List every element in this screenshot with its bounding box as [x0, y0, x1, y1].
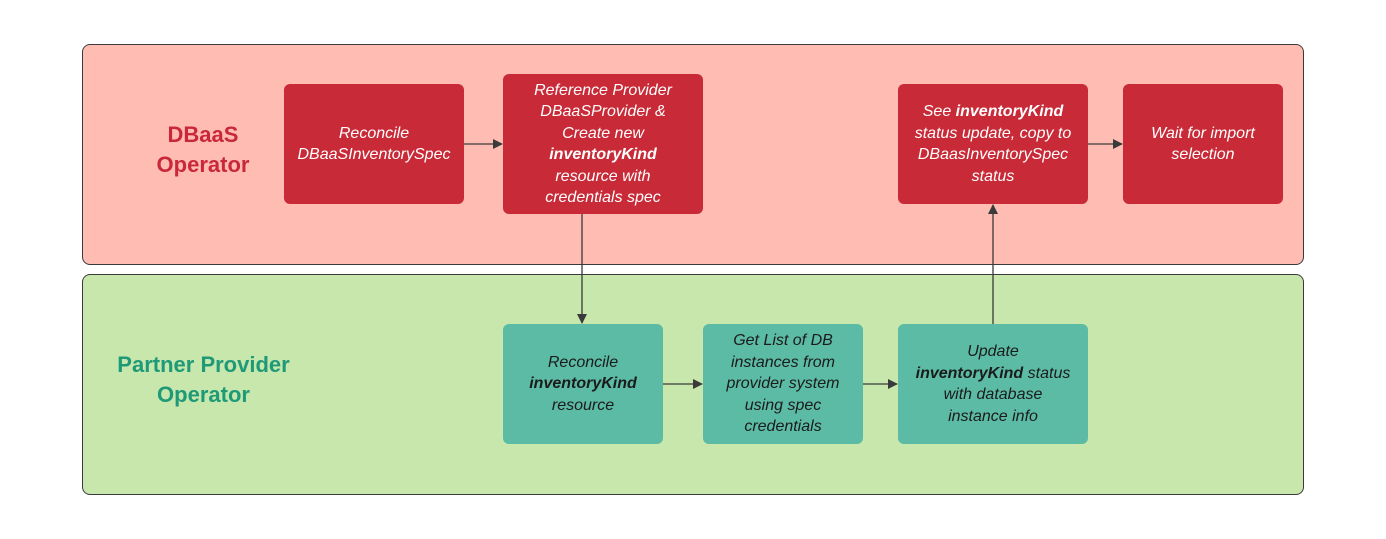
- step-text-line: Wait for import: [1151, 124, 1255, 142]
- step-reconcile-inventory-kind-resource: Reconcile inventoryKind resource: [503, 324, 663, 444]
- step-text-line-bold: inventoryKind: [549, 144, 657, 166]
- step-text-line: using spec: [744, 396, 822, 414]
- step-text-line: credentials: [744, 418, 822, 436]
- lane-label-dbaas-operator: DBaaS Operator: [128, 120, 278, 180]
- step-text-line: See inventoryKind: [923, 101, 1063, 123]
- step-text-line: status update, copy to: [914, 124, 1072, 142]
- step-text-line-bold: inventoryKind: [529, 373, 637, 395]
- step-reference-provider-create-inventory-kind: Reference Provider DBaaSProvider & Creat…: [503, 74, 703, 214]
- step-text-line: selection: [1171, 146, 1235, 163]
- step-text-line: Create new: [562, 124, 644, 142]
- text-suffix: status: [1023, 364, 1071, 382]
- step-text-line: DBaasInventorySpec: [917, 146, 1069, 163]
- step-text-line: inventoryKind status: [916, 363, 1071, 385]
- step-see-inventory-kind-status-update: See inventoryKind status update, copy to…: [898, 84, 1088, 204]
- lane-label-line: Operator: [157, 382, 250, 407]
- step-text-line: resource: [551, 396, 615, 414]
- step-update-inventory-kind-status: Update inventoryKind status with databas…: [898, 324, 1088, 444]
- text-prefix: See: [922, 103, 956, 120]
- bold-term: inventoryKind: [915, 364, 1024, 382]
- step-text-line: Reference Provider: [534, 81, 672, 99]
- bold-term: inventoryKind: [549, 146, 657, 163]
- step-text-line: status: [971, 167, 1015, 185]
- step-text-line: Update: [967, 343, 1019, 360]
- step-reconcile-dbaas-inventory-spec: Reconcile DBaaSInventorySpec: [284, 84, 464, 204]
- step-text-line: credentials spec: [545, 189, 661, 206]
- step-text-line: Reconcile: [547, 353, 619, 371]
- lane-label-line: Partner Provider: [117, 352, 290, 377]
- step-text-line: DBaaSInventorySpec: [297, 146, 451, 163]
- step-text-line: instances from: [730, 353, 836, 371]
- step-text-line: provider system: [726, 375, 840, 393]
- lane-label-line: Operator: [156, 152, 250, 177]
- step-wait-for-import-selection: Wait for import selection: [1123, 84, 1283, 204]
- step-text-line: Get List of DB: [733, 332, 833, 350]
- step-get-list-of-db-instances: Get List of DB instances from provider s…: [703, 324, 863, 444]
- lane-label-partner-provider-operator: Partner Provider Operator: [96, 350, 311, 410]
- step-text-line: instance info: [948, 407, 1038, 425]
- bold-term: inventoryKind: [955, 103, 1064, 120]
- step-text-line: with database: [943, 386, 1043, 403]
- lane-label-line: DBaaS: [167, 122, 239, 147]
- bold-term: inventoryKind: [529, 375, 637, 393]
- step-text-line: Reconcile: [338, 124, 410, 142]
- step-text-line: resource with: [555, 167, 651, 185]
- step-text-line: DBaaSProvider &: [540, 103, 666, 120]
